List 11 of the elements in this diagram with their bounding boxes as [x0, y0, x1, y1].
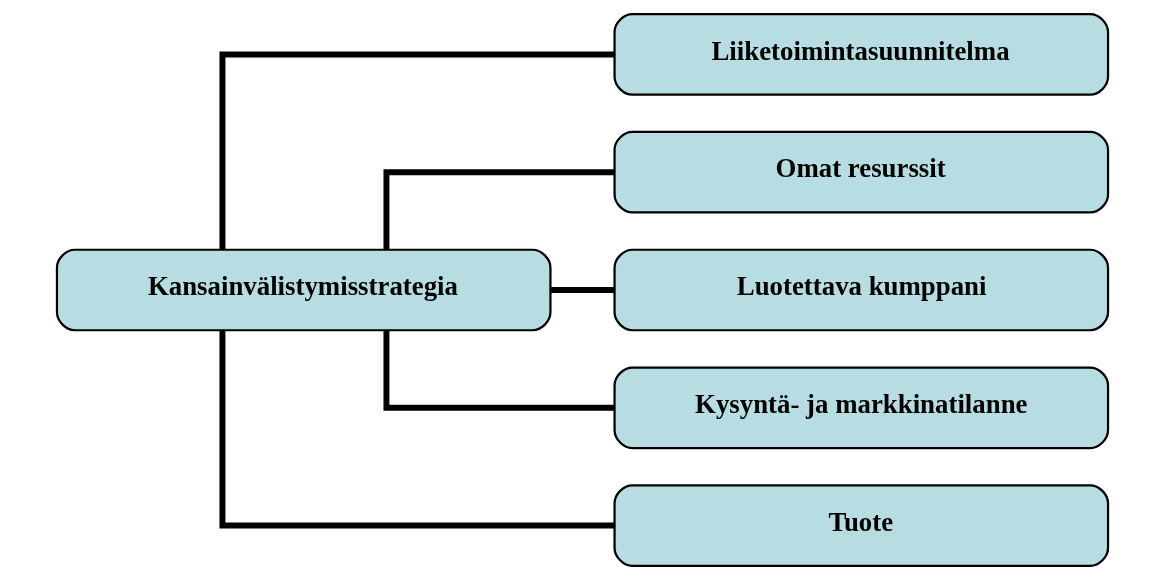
connector [219, 330, 615, 529]
connector [550, 287, 615, 293]
node-box: Liiketoimintasuunnitelma [613, 13, 1110, 96]
node-box: Omat resurssit [613, 130, 1110, 214]
node-box: Kansainvälistymisstrategia [55, 248, 552, 332]
node-box: Luotettava kumppani [613, 248, 1110, 332]
connector [383, 169, 615, 250]
node-box: Tuote [613, 484, 1110, 567]
node-box: Kysyntä- ja markkinatilanne [613, 366, 1110, 450]
connector [383, 330, 615, 411]
connector [219, 51, 615, 250]
